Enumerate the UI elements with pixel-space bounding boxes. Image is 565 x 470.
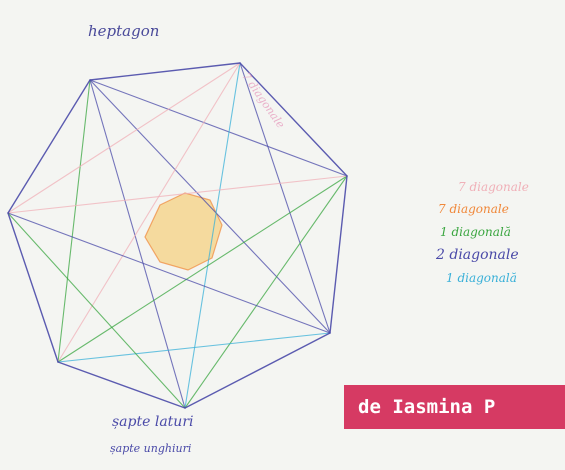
heptagon-side bbox=[57, 361, 186, 409]
heptagon-side bbox=[7, 79, 91, 214]
heptagon-side bbox=[329, 175, 348, 334]
diagonal-line bbox=[89, 79, 348, 177]
diagonal-line bbox=[57, 332, 331, 363]
caption-angles: șapte unghiuri bbox=[110, 442, 192, 455]
author-banner: de Iasmina P bbox=[344, 385, 565, 429]
diagonal-line bbox=[184, 175, 348, 409]
diagonal-line bbox=[57, 62, 241, 363]
center-region bbox=[144, 192, 223, 271]
diagonal-line bbox=[7, 175, 348, 214]
diagonal-line bbox=[89, 79, 186, 409]
legend-item: 7 diagonale bbox=[458, 180, 529, 194]
diagonal-line bbox=[57, 175, 348, 363]
drawing-title: heptagon bbox=[88, 22, 160, 40]
diagonal-line bbox=[7, 212, 186, 409]
legend-item: 1 diagonală bbox=[440, 225, 511, 239]
heptagon-side bbox=[239, 62, 348, 177]
legend-item: 2 diagonale bbox=[436, 247, 519, 263]
heptagon-side bbox=[7, 212, 59, 363]
diagonal-line bbox=[7, 62, 241, 214]
diagonal-line bbox=[89, 79, 331, 334]
caption-sides: șapte laturi bbox=[112, 414, 194, 430]
legend-item: 7 diagonale bbox=[438, 202, 509, 216]
legend-item: 1 diagonală bbox=[446, 271, 517, 285]
heptagon-side bbox=[89, 62, 241, 81]
diagonal-line bbox=[184, 62, 241, 409]
diagonal-line bbox=[57, 79, 91, 363]
diagonal-line bbox=[7, 212, 331, 334]
diagonal-line bbox=[239, 62, 331, 334]
heptagon-side bbox=[184, 332, 331, 409]
